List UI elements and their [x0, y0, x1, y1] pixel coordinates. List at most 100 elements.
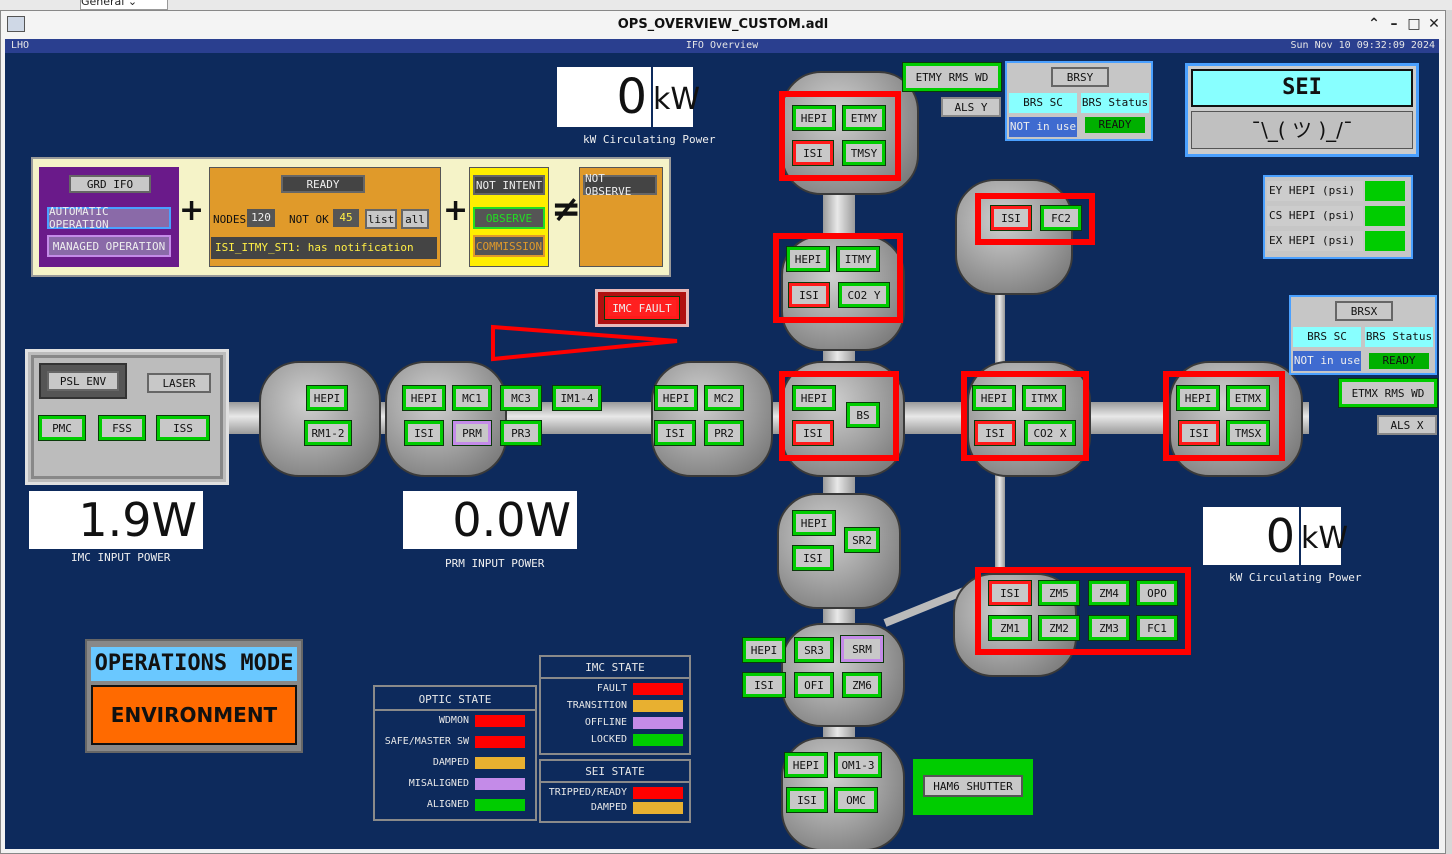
ham6-shutter-button[interactable]: HAM6 SHUTTER: [923, 775, 1023, 797]
ey-hepi-psi-label: EY HEPI (psi): [1267, 181, 1363, 201]
background-strip: [0, 0, 1452, 10]
ham7-zm5-button[interactable]: ZM5: [1038, 580, 1080, 606]
list-button[interactable]: list: [365, 209, 397, 229]
automatic-operation-button[interactable]: AUTOMATIC OPERATION: [47, 205, 171, 231]
observe-button[interactable]: OBSERVE: [473, 207, 545, 229]
ham6-om13-button[interactable]: OM1-3: [834, 752, 882, 778]
ham7-isi-button[interactable]: ISI: [988, 580, 1032, 606]
etmx-tmsx-button[interactable]: TMSX: [1226, 420, 1270, 446]
close-icon[interactable]: ✕: [1428, 16, 1440, 32]
not-equal-sign: ≠: [551, 189, 582, 230]
etmy-isi-button[interactable]: ISI: [792, 140, 834, 166]
etmx-isi-button[interactable]: ISI: [1178, 420, 1220, 446]
itmx-isi-button[interactable]: ISI: [974, 420, 1016, 446]
itmy-isi-button[interactable]: ISI: [788, 282, 830, 308]
brsy-title-button[interactable]: BRSY: [1051, 67, 1109, 87]
ex-hepi-psi-label: EX HEPI (psi): [1267, 231, 1363, 251]
als-y-button[interactable]: ALS Y: [941, 97, 1001, 117]
plus-sign-2: +: [443, 193, 469, 228]
brsx-title-button[interactable]: BRSX: [1335, 301, 1393, 321]
ham3-isi-button[interactable]: ISI: [654, 420, 696, 446]
ham2-mc3-button[interactable]: MC3: [500, 385, 542, 411]
header-bar: LHO IFO Overview Sun Nov 10 09:32:09 202…: [5, 39, 1439, 53]
background-dropdown: General ⌄: [80, 0, 168, 10]
pmc-button[interactable]: PMC: [38, 415, 86, 441]
ham1-tank: [259, 361, 381, 477]
all-button[interactable]: all: [401, 209, 429, 229]
ham5-ofi-button[interactable]: OFI: [794, 672, 834, 698]
ham4-sr2-button[interactable]: SR2: [844, 527, 880, 553]
ham6-isi-button[interactable]: ISI: [786, 787, 828, 813]
ham2-mc1-button[interactable]: MC1: [452, 385, 492, 411]
etmx-rms-wd-button[interactable]: ETMX RMS WD: [1338, 378, 1438, 408]
etmy-rms-wd-button[interactable]: ETMY RMS WD: [902, 62, 1002, 92]
ham5-isi-button[interactable]: ISI: [742, 672, 786, 698]
ham4-hepi-button[interactable]: HEPI: [792, 510, 836, 536]
ham4-isi-button[interactable]: ISI: [792, 545, 834, 571]
etmy-etmy-button[interactable]: ETMY: [842, 105, 886, 131]
itmy-itmy-button[interactable]: ITMY: [836, 246, 880, 272]
als-x-button[interactable]: ALS X: [1377, 415, 1437, 435]
ham1-hepi-button[interactable]: HEPI: [306, 385, 348, 411]
ham7-zm1-button[interactable]: ZM1: [988, 615, 1032, 641]
legend-swatch: [633, 700, 683, 712]
bsc2-hepi-button[interactable]: HEPI: [792, 385, 836, 411]
etmx-etmx-button[interactable]: ETMX: [1226, 385, 1270, 411]
legend-label: DAMPED: [590, 802, 627, 813]
legend-label: TRANSITION: [566, 700, 627, 711]
ham3-hepi-button[interactable]: HEPI: [654, 385, 698, 411]
ham7-alarm-box: [975, 567, 1191, 655]
bsc2-isi-button[interactable]: ISI: [792, 420, 834, 446]
imc-fault-button[interactable]: IMC FAULT: [604, 296, 680, 320]
itmx-co2x-button[interactable]: CO2 X: [1024, 420, 1076, 446]
legend-swatch: [633, 802, 683, 814]
etmx-alarm-box: [1163, 371, 1285, 461]
ham3-tank: [651, 361, 773, 477]
managed-operation-button[interactable]: MANAGED OPERATION: [47, 235, 171, 257]
ham6-omc-button[interactable]: OMC: [834, 787, 878, 813]
fss-button[interactable]: FSS: [98, 415, 146, 441]
ham3-mc2-button[interactable]: MC2: [704, 385, 744, 411]
notification-text: ISI_ITMY_ST1: has notification: [211, 237, 437, 259]
ham5-srm-button[interactable]: SRM: [840, 635, 884, 663]
etmy-hepi-button[interactable]: HEPI: [792, 105, 836, 131]
ham5-hepi-button[interactable]: HEPI: [742, 637, 786, 663]
ham7-zm3-button[interactable]: ZM3: [1088, 615, 1130, 641]
iss-button[interactable]: ISS: [156, 415, 210, 441]
ham5-zm6-button[interactable]: ZM6: [842, 672, 882, 698]
ham1-rm12-button[interactable]: RM1-2: [304, 420, 352, 446]
ham2-hepi-button[interactable]: HEPI: [402, 385, 446, 411]
ham2-isi-button[interactable]: ISI: [404, 420, 444, 446]
ham7-zm2-button[interactable]: ZM2: [1038, 615, 1080, 641]
ham7-zm4-button[interactable]: ZM4: [1088, 580, 1130, 606]
fc2-isi-button[interactable]: ISI: [990, 205, 1032, 231]
ham3-pr2-button[interactable]: PR2: [704, 420, 744, 446]
ham6-hepi-button[interactable]: HEPI: [784, 752, 828, 778]
psl-env-button[interactable]: PSL ENV: [47, 371, 119, 391]
legend-label: LOCKED: [590, 734, 627, 745]
ham2-im14-button[interactable]: IM1-4: [552, 385, 602, 411]
fc2-fc2-button[interactable]: FC2: [1040, 205, 1082, 231]
laser-button[interactable]: LASER: [147, 373, 211, 393]
ham7-fc1-button[interactable]: FC1: [1136, 615, 1178, 641]
itmx-hepi-button[interactable]: HEPI: [972, 385, 1016, 411]
not-ok-value: 45: [333, 209, 359, 227]
brsx-status-value: READY: [1369, 353, 1429, 369]
itmy-hepi-button[interactable]: HEPI: [786, 246, 830, 272]
etmx-hepi-button[interactable]: HEPI: [1176, 385, 1220, 411]
top-circulating-power-label: kW Circulating Power: [583, 133, 716, 146]
ham5-sr3-button[interactable]: SR3: [794, 637, 834, 663]
bsc2-bs-button[interactable]: BS: [846, 402, 880, 428]
right-circulating-power-value: 0: [1203, 507, 1299, 565]
shade-icon[interactable]: ⌃: [1368, 16, 1380, 32]
ham2-prm-button[interactable]: PRM: [452, 420, 492, 446]
maximize-icon[interactable]: □: [1407, 16, 1421, 32]
minimize-icon[interactable]: –: [1390, 16, 1398, 32]
ham7-opo-button[interactable]: OPO: [1136, 580, 1178, 606]
itmy-co2y-button[interactable]: CO2 Y: [838, 282, 890, 308]
etmy-tmsy-button[interactable]: TMSY: [842, 140, 886, 166]
ham2-pr3-button[interactable]: PR3: [500, 420, 542, 446]
commission-button[interactable]: COMMISSION: [473, 235, 545, 257]
grd-ifo-button[interactable]: GRD IFO: [69, 175, 151, 193]
itmx-itmx-button[interactable]: ITMX: [1022, 385, 1066, 411]
